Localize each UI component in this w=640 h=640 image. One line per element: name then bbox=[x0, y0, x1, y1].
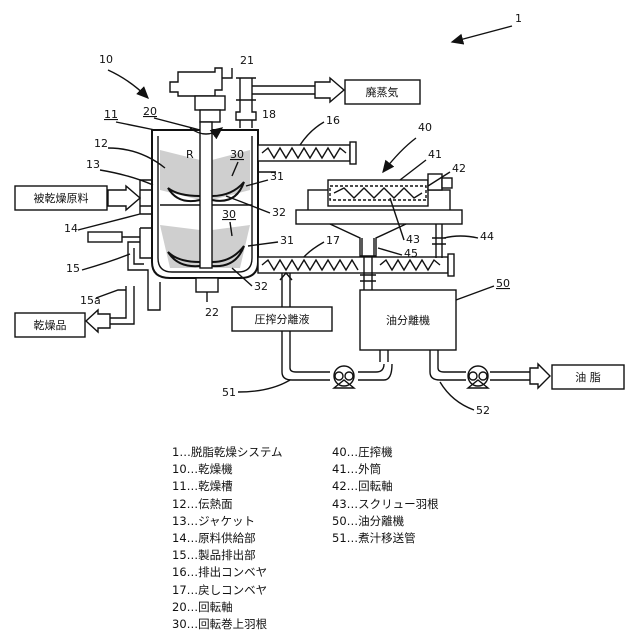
ref-22: 22 bbox=[205, 306, 219, 319]
dryer-reference: 10 bbox=[99, 53, 148, 98]
legend-item: 10…乾燥機 bbox=[172, 461, 282, 478]
oil-fat-label: 油 脂 bbox=[575, 370, 601, 384]
ref-18: 18 bbox=[262, 108, 276, 121]
ref-14: 14 bbox=[64, 222, 78, 235]
ref-43: 43 bbox=[406, 233, 420, 246]
oil-output: 油 脂 52 bbox=[430, 362, 624, 417]
top-motor: 21 bbox=[170, 54, 254, 122]
dried-product-box: 乾燥品 bbox=[15, 313, 85, 337]
ref-40: 40 bbox=[418, 121, 432, 134]
legend-item: 40…圧搾機 bbox=[332, 444, 439, 461]
ref-31-lower: 31 bbox=[280, 234, 294, 247]
legend-item: 14…原料供給部 bbox=[172, 530, 282, 547]
ref-12: 12 bbox=[94, 137, 108, 150]
ref-44: 44 bbox=[480, 230, 494, 243]
legend-item: 17…戻しコンベヤ bbox=[172, 582, 282, 599]
ref-42: 42 bbox=[452, 162, 466, 175]
ref-17: 17 bbox=[326, 234, 340, 247]
ref-1: 1 bbox=[515, 12, 522, 25]
ref-15: 15 bbox=[66, 262, 80, 275]
oil-separator: 油分離機 50 bbox=[360, 277, 510, 362]
ref-50: 50 bbox=[496, 277, 510, 290]
discharge-conveyor: 16 bbox=[258, 114, 356, 172]
ref-45: 45 bbox=[404, 247, 418, 260]
ref-21: 21 bbox=[240, 54, 254, 67]
ref-32-upper: 32 bbox=[272, 206, 286, 219]
ref-11: 11 bbox=[104, 108, 118, 121]
exhaust-steam-label: 廃蒸気 bbox=[366, 85, 399, 99]
drying-tank: R 22 11 20 12 13 30 31 32 30 31 32 bbox=[86, 105, 294, 319]
legend-item: 42…回転軸 bbox=[332, 478, 439, 495]
pressed-liquid-label: 圧搾分離液 bbox=[255, 312, 310, 326]
ref-10: 10 bbox=[99, 53, 113, 66]
ref-41: 41 bbox=[428, 148, 442, 161]
ref-15a: 15a bbox=[80, 294, 101, 307]
ref-51: 51 bbox=[222, 386, 236, 399]
exhaust-steam-box: 廃蒸気 bbox=[345, 80, 420, 104]
rotation-mark: R bbox=[186, 148, 194, 161]
legend-left: 1…脱脂乾燥システム 10…乾燥機 11…乾燥槽 12…伝熱面 13…ジャケット… bbox=[172, 444, 282, 633]
legend-item: 43…スクリュー羽根 bbox=[332, 496, 439, 513]
legend-item: 13…ジャケット bbox=[172, 513, 282, 530]
legend-item: 16…排出コンベヤ bbox=[172, 564, 282, 581]
ref-32-lower: 32 bbox=[254, 280, 268, 293]
raw-material-feed: 被乾燥原料 14 bbox=[15, 180, 152, 235]
ref-52: 52 bbox=[476, 404, 490, 417]
legend-item: 50…油分離機 bbox=[332, 513, 439, 530]
legend-item: 30…回転巻上羽根 bbox=[172, 616, 282, 633]
system-reference: 1 bbox=[452, 12, 522, 42]
oil-separator-label: 油分離機 bbox=[386, 313, 430, 327]
legend-item: 20…回転軸 bbox=[172, 599, 282, 616]
ref-16: 16 bbox=[326, 114, 340, 127]
legend-item: 41…外筒 bbox=[332, 461, 439, 478]
legend-item: 15…製品排出部 bbox=[172, 547, 282, 564]
ref-30-lower: 30 bbox=[222, 208, 236, 221]
legend-item: 51…煮汁移送管 bbox=[332, 530, 439, 547]
ref-20: 20 bbox=[143, 105, 157, 118]
raw-material-label: 被乾燥原料 bbox=[34, 191, 89, 205]
ref-13: 13 bbox=[86, 158, 100, 171]
legend-item: 11…乾燥槽 bbox=[172, 478, 282, 495]
ref-30-upper: 30 bbox=[230, 148, 244, 161]
dried-product-label: 乾燥品 bbox=[34, 319, 67, 332]
legend-item: 12…伝熱面 bbox=[172, 496, 282, 513]
legend-right: 40…圧搾機 41…外筒 42…回転軸 43…スクリュー羽根 50…油分離機 5… bbox=[332, 444, 439, 547]
legend-item: 1…脱脂乾燥システム bbox=[172, 444, 282, 461]
